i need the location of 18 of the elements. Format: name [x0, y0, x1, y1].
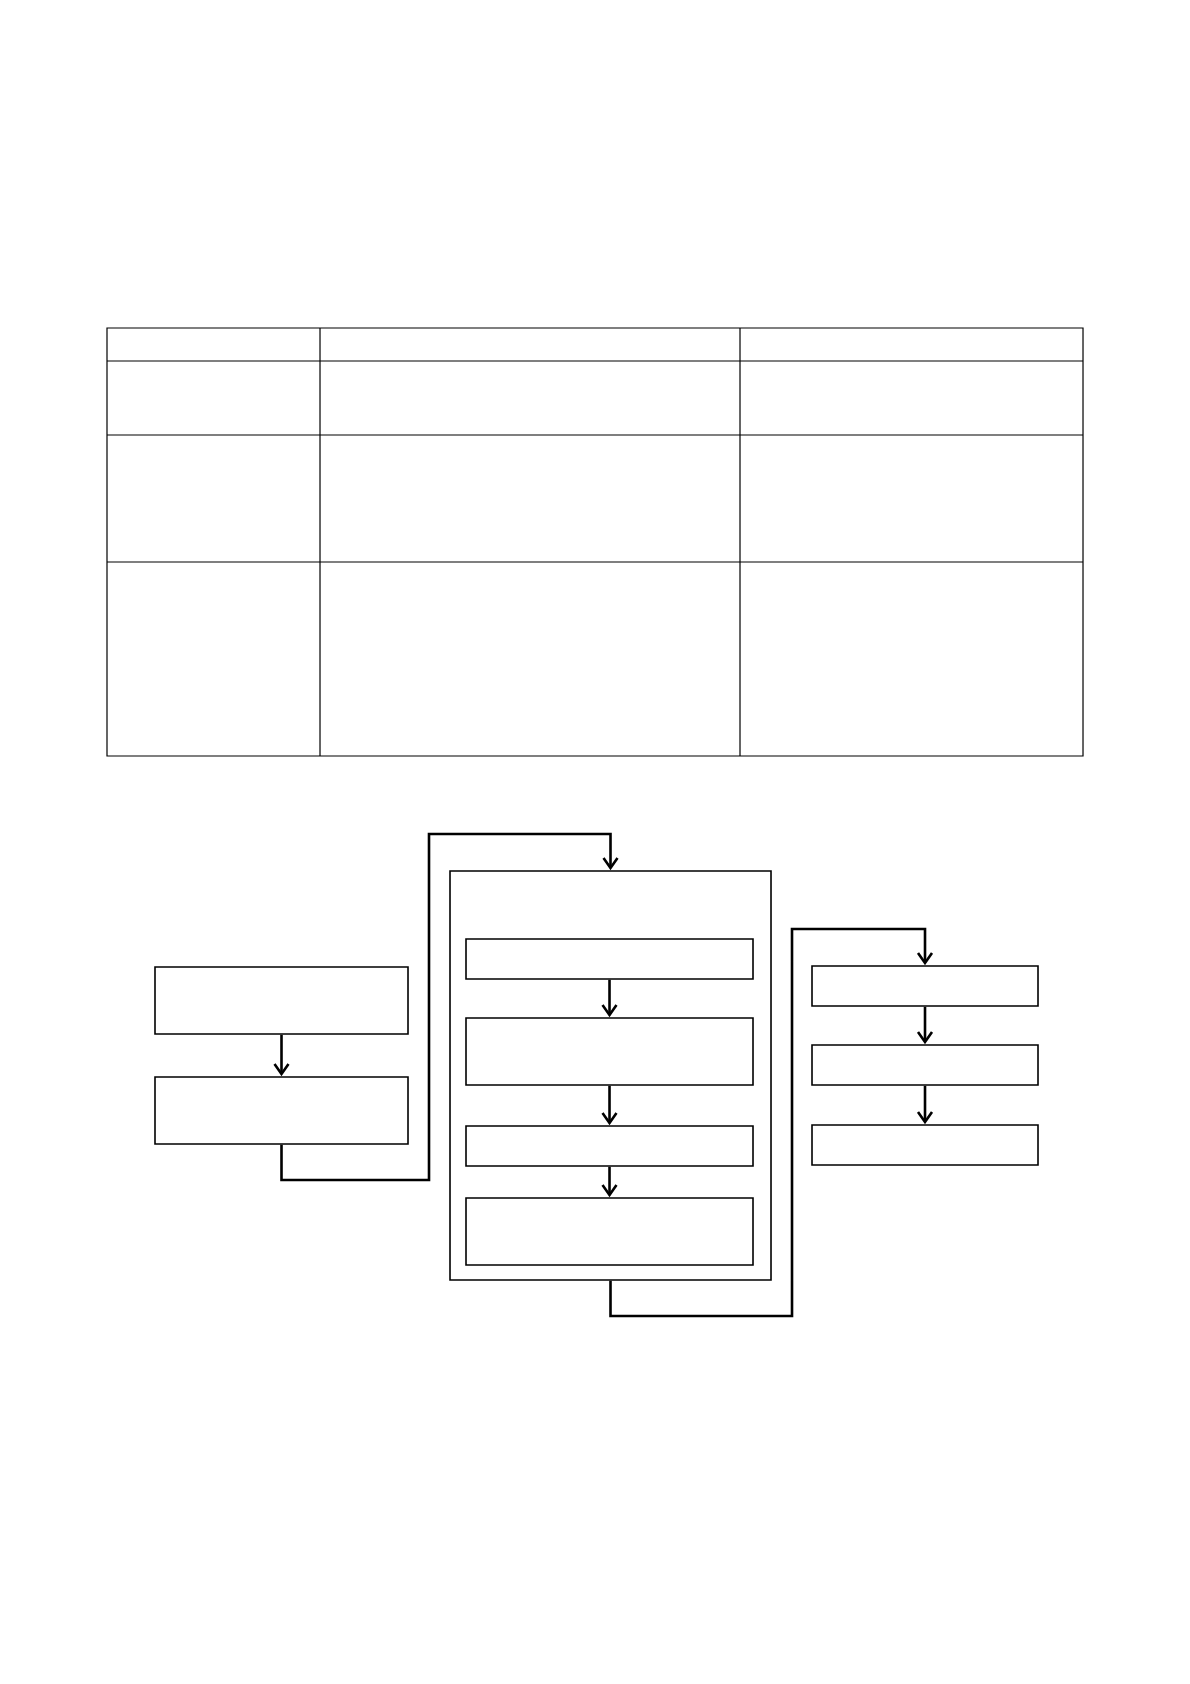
process-box	[465, 1125, 754, 1167]
process-box	[465, 1017, 754, 1086]
process-box	[811, 1044, 1039, 1086]
process-box	[811, 965, 1039, 1007]
process-box	[465, 938, 754, 980]
arrow	[280, 832, 619, 1182]
arrow	[601, 979, 618, 1018]
process-box	[154, 966, 409, 1035]
process-box	[154, 1076, 409, 1145]
arrow	[601, 1166, 618, 1198]
group-box	[449, 870, 772, 1281]
process-box	[811, 1124, 1039, 1166]
arrow	[916, 1006, 934, 1045]
arrow	[273, 1034, 290, 1077]
process-box	[465, 1197, 754, 1266]
arrow	[916, 1085, 934, 1125]
arrow	[609, 927, 934, 1318]
arrow	[601, 1085, 618, 1126]
